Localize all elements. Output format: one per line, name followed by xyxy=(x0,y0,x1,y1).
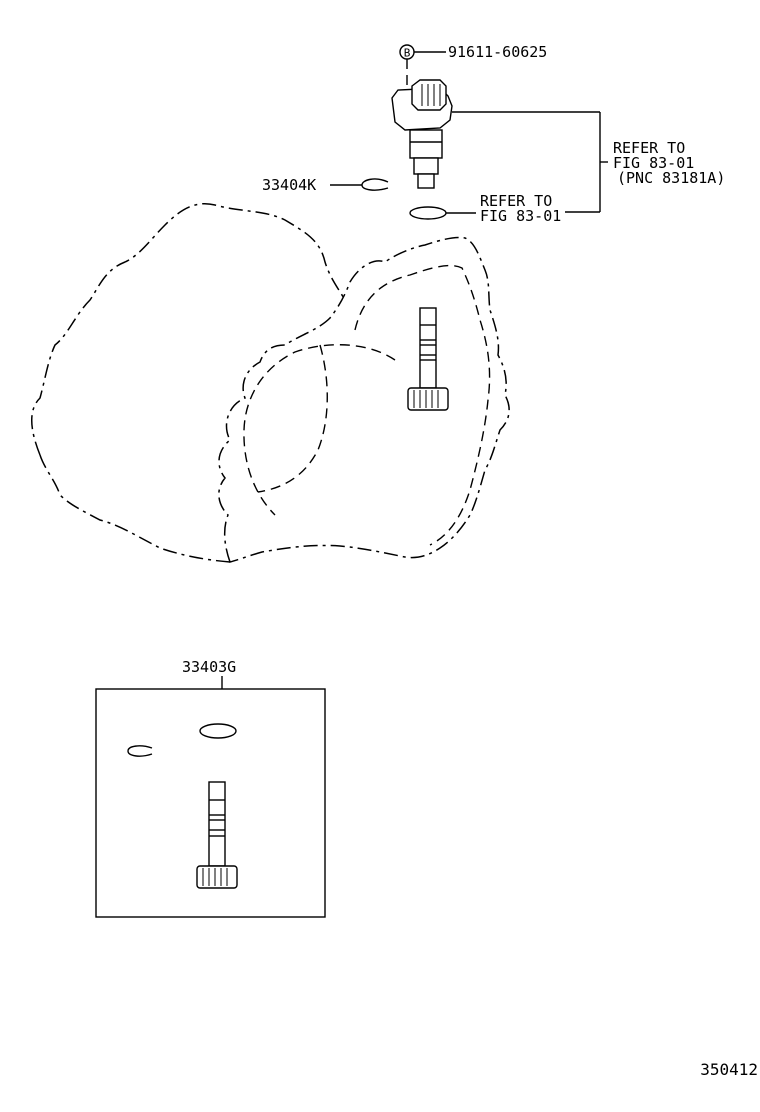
kit-part-number: 33403G xyxy=(182,658,236,676)
kit-gear xyxy=(196,781,238,889)
o-ring xyxy=(409,206,447,220)
refer-text-1-line1: REFER TO xyxy=(613,139,685,157)
clip xyxy=(330,178,389,191)
kit-clip xyxy=(127,745,153,757)
bolt-marker-letter: B xyxy=(404,47,411,60)
figure-number: 350412 xyxy=(700,1060,758,1079)
kit-box xyxy=(95,688,326,918)
driven-gear xyxy=(407,307,449,411)
bolt-part-number: 91611-60625 xyxy=(448,43,547,61)
clip-part-number: 33404K xyxy=(262,176,316,194)
bolt-marker: B xyxy=(399,44,446,88)
refer-text-1-line3: (PNC 83181A) xyxy=(617,169,725,187)
refer-text-2-line2: FIG 83-01 xyxy=(480,207,561,225)
refer-text-1-line2: FIG 83-01 xyxy=(613,154,694,172)
speed-sensor xyxy=(391,79,453,189)
transaxle-housing xyxy=(31,203,510,563)
kit-o-ring xyxy=(199,723,237,739)
refer-bracket xyxy=(452,111,608,213)
refer-text-2-line1: REFER TO xyxy=(480,192,552,210)
